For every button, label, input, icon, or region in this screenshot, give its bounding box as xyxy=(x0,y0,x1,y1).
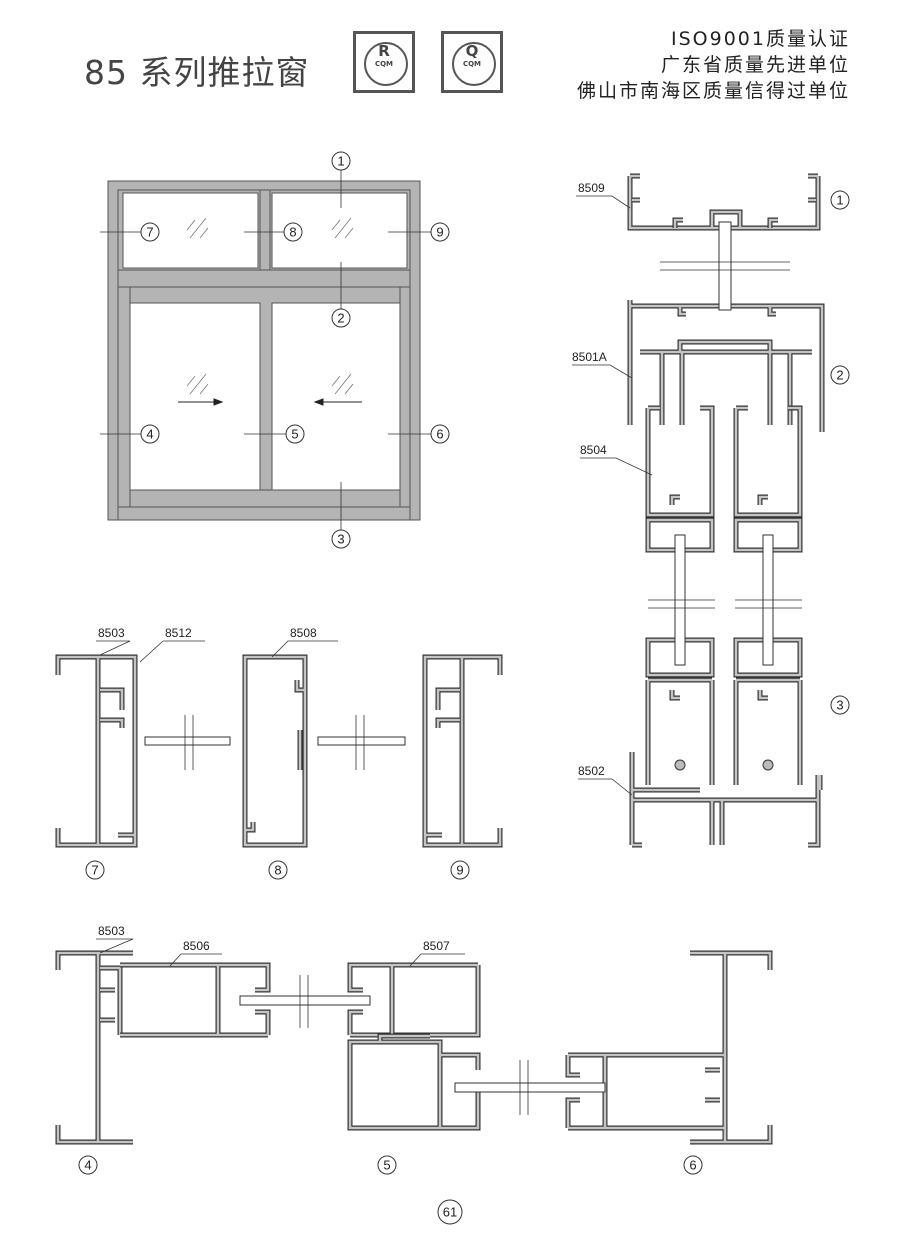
profile-code: 8509 xyxy=(578,181,605,195)
sash-section xyxy=(55,950,773,1145)
callout-number: 2 xyxy=(337,311,344,326)
profile-core xyxy=(348,1034,480,1130)
profile-core xyxy=(646,406,714,552)
callout-circle xyxy=(450,860,470,880)
profile-wall xyxy=(627,300,825,432)
profile-code: 8501A xyxy=(572,350,607,364)
profile-core xyxy=(734,406,802,552)
callout-number: 7 xyxy=(91,863,98,878)
profile-core xyxy=(243,655,307,847)
profile-code: 8507 xyxy=(423,939,450,953)
callout-circle xyxy=(331,529,351,549)
profile-wall xyxy=(565,950,773,1145)
callout-number: 6 xyxy=(436,427,443,442)
callout-circle xyxy=(331,151,351,171)
profile-core xyxy=(56,655,137,847)
callout-circle xyxy=(683,1155,703,1175)
profile-code: 8502 xyxy=(578,764,605,778)
profile-code: 8506 xyxy=(183,939,210,953)
profile-core xyxy=(628,300,824,432)
callout-number: 3 xyxy=(836,698,843,713)
window-elevation xyxy=(107,180,421,521)
callout-circle xyxy=(78,1155,98,1175)
profile-wall xyxy=(627,173,821,231)
profile-core xyxy=(423,655,502,847)
glass-hatch-icon xyxy=(186,217,354,395)
page-number-circle xyxy=(437,1199,463,1225)
profile-wall xyxy=(733,405,803,553)
callout-circle xyxy=(140,424,160,444)
cqm-r-logo: R CQM xyxy=(353,31,415,93)
profile-code: 8512 xyxy=(165,626,192,640)
profile-code: 8503 xyxy=(98,626,125,640)
profile-core xyxy=(348,963,480,1037)
callout-circle xyxy=(830,695,850,715)
logo-mark: Q xyxy=(465,42,479,60)
profile-core xyxy=(120,963,270,1037)
profile-wall xyxy=(55,950,133,1145)
profile-core xyxy=(734,638,802,785)
profile-wall xyxy=(347,1033,481,1131)
cert-line: 广东省质量先进单位 xyxy=(660,54,850,76)
callout-circle xyxy=(331,308,351,328)
callout-circle xyxy=(283,222,303,242)
profile-wall xyxy=(55,654,138,848)
callout-number: 4 xyxy=(84,1158,91,1173)
page-number: 61 xyxy=(443,1205,457,1220)
callout-number: 8 xyxy=(274,863,281,878)
page-title: 85 系列推拉窗 xyxy=(84,53,310,92)
callout-circle xyxy=(140,222,160,242)
slide-arrow-icon xyxy=(178,398,362,406)
callout-number: 3 xyxy=(337,532,344,547)
profile-core xyxy=(630,752,822,847)
callout-number: 1 xyxy=(337,154,344,169)
vertical-section xyxy=(627,173,825,848)
profile-wall xyxy=(645,405,715,553)
cert-line: ISO9001质量认证 xyxy=(671,28,850,50)
callout-circle xyxy=(377,1155,397,1175)
profile-code: 8508 xyxy=(290,626,317,640)
cqm-q-logo: Q CQM xyxy=(441,31,503,93)
callout-circle xyxy=(830,190,850,210)
profile-core xyxy=(646,638,714,785)
certifications: ISO9001质量认证 广东省质量先进单位 佛山市南海区质量信得过单位 xyxy=(577,26,850,104)
callout-circle xyxy=(85,860,105,880)
callout-circle xyxy=(830,365,850,385)
logo-mark: R xyxy=(378,42,390,60)
callout-number: 4 xyxy=(146,427,153,442)
callout-circle xyxy=(430,424,450,444)
logo-text: CQM xyxy=(462,60,482,68)
logo-text: CQM xyxy=(374,60,394,68)
callout-circle xyxy=(430,222,450,242)
callout-circle xyxy=(285,424,305,444)
profile-core xyxy=(628,174,820,230)
cert-line: 佛山市南海区质量信得过单位 xyxy=(576,80,850,102)
callout-number: 5 xyxy=(291,427,298,442)
callout-number: 2 xyxy=(836,368,843,383)
callout-number: 9 xyxy=(456,863,463,878)
callout-number: 5 xyxy=(383,1158,390,1173)
transom-section xyxy=(55,654,503,848)
profile-core xyxy=(673,218,778,228)
profile-core xyxy=(56,951,133,1144)
callout-number: 1 xyxy=(836,193,843,208)
profile-code: 8503 xyxy=(98,924,125,938)
profile-code: 8504 xyxy=(580,443,607,457)
profile-core xyxy=(566,951,772,1144)
profile-wall xyxy=(629,752,823,848)
callout-number: 8 xyxy=(289,225,296,240)
callout-number: 7 xyxy=(146,225,153,240)
callout-number: 6 xyxy=(689,1158,696,1173)
callout-circle xyxy=(268,860,288,880)
callout-number: 9 xyxy=(436,225,443,240)
